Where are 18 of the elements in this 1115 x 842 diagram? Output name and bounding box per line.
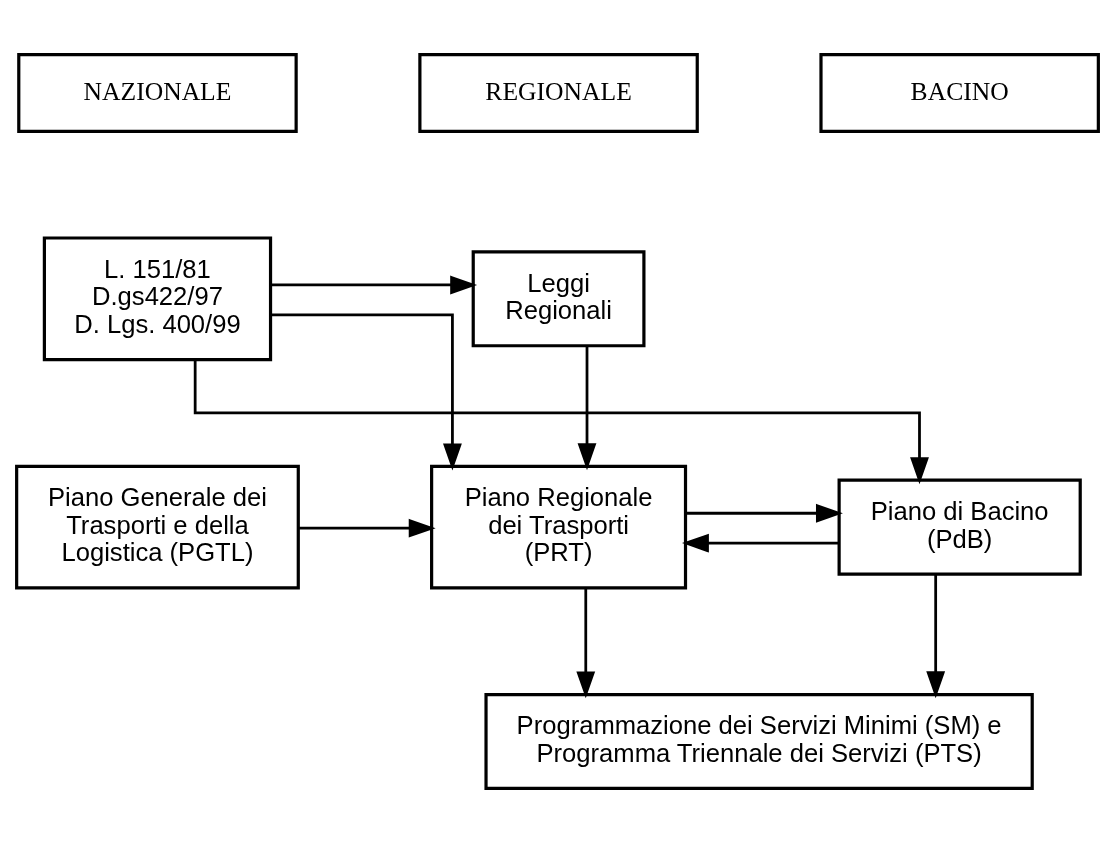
- node-box: BACINO: [819, 52, 1100, 133]
- arrow: [193, 359, 929, 484]
- node-box: Piano Regionale dei Trasporti (PRT): [430, 464, 688, 589]
- arrow: [298, 518, 436, 538]
- arrow: [576, 587, 596, 698]
- node-box: Piano di Bacino (PdB): [837, 478, 1082, 576]
- node-box: REGIONALE: [418, 52, 699, 133]
- node-box: NAZIONALE: [17, 52, 298, 133]
- node-box: L. 151/81 D.gs422/97 D. Lgs. 400/99: [42, 235, 273, 361]
- node-box: Piano Generale dei Trasporti e della Logistica (PGTL): [15, 464, 300, 589]
- arrow: [681, 533, 839, 553]
- arrow: [577, 345, 597, 470]
- node-box: Leggi Regionali: [471, 249, 646, 347]
- arrow: [686, 503, 843, 523]
- arrow: [270, 275, 478, 294]
- arrow: [270, 312, 462, 470]
- arrow: [926, 574, 946, 698]
- node-box: Programmazione dei Servizi Minimi (SM) e Programma Triennale dei Servizi (PTS): [484, 692, 1034, 790]
